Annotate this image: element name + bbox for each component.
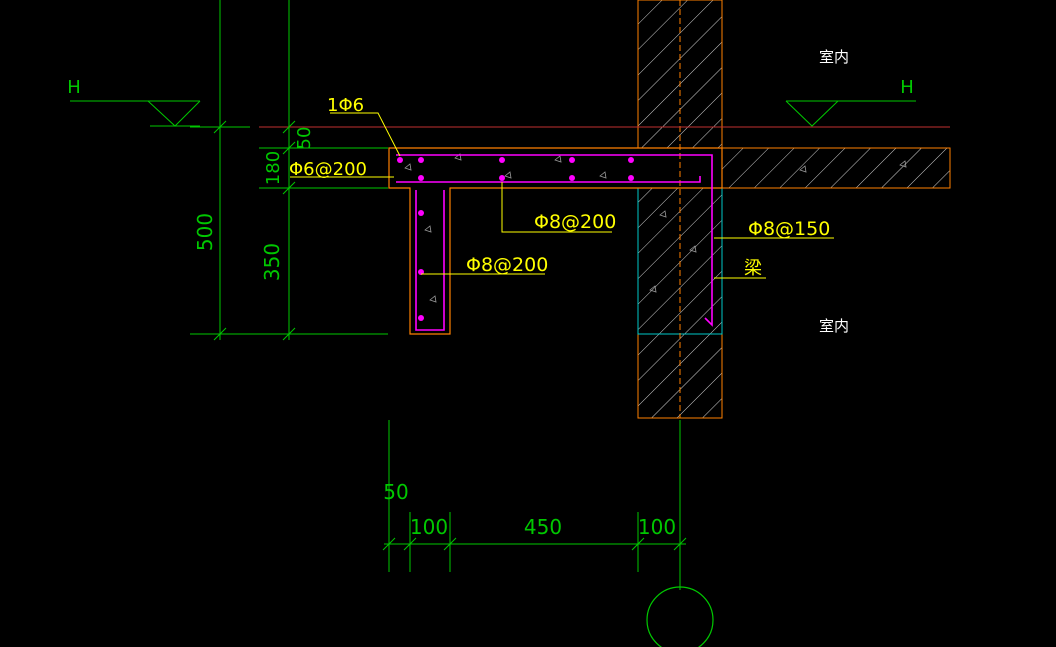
label-indoor-bottom: 室内 xyxy=(819,317,849,335)
label-indoor-top: 室内 xyxy=(819,48,849,66)
dim-100-right: 100 xyxy=(638,515,676,539)
dim-50-bottom: 50 xyxy=(383,480,408,504)
dimension-lines-left xyxy=(190,0,388,341)
level-symbol-left xyxy=(70,100,201,127)
top-bar xyxy=(396,154,713,327)
rebar xyxy=(396,154,713,331)
level-label-left: H xyxy=(67,77,81,98)
dim-50-top: 50 xyxy=(294,127,315,150)
dim-450: 450 xyxy=(524,515,562,539)
dim-500: 500 xyxy=(193,213,217,251)
label-1phi6: 1Φ6 xyxy=(327,95,364,116)
label-phi8-200-side: Φ8@200 xyxy=(466,254,548,276)
level-symbol-right xyxy=(785,100,916,127)
dimension-lines-bottom xyxy=(382,420,687,590)
dim-350: 350 xyxy=(260,243,284,281)
label-phi8-150: Φ8@150 xyxy=(748,218,830,240)
leader-lines xyxy=(290,112,834,279)
concrete-slab xyxy=(259,126,950,335)
label-phi6-200: Φ6@200 xyxy=(289,159,367,180)
stirrup-bar xyxy=(415,190,445,331)
label-beam: 梁 xyxy=(744,258,762,279)
level-label-right: H xyxy=(900,77,914,98)
dim-100-left: 100 xyxy=(410,515,448,539)
axis-bubble xyxy=(646,586,714,647)
bottom-bar xyxy=(396,176,701,183)
rebar-dots xyxy=(397,157,634,321)
brick-wall xyxy=(637,0,951,419)
dim-180: 180 xyxy=(263,151,284,185)
label-phi8-200-top: Φ8@200 xyxy=(534,211,616,233)
concrete-hatch-marks xyxy=(404,153,907,303)
